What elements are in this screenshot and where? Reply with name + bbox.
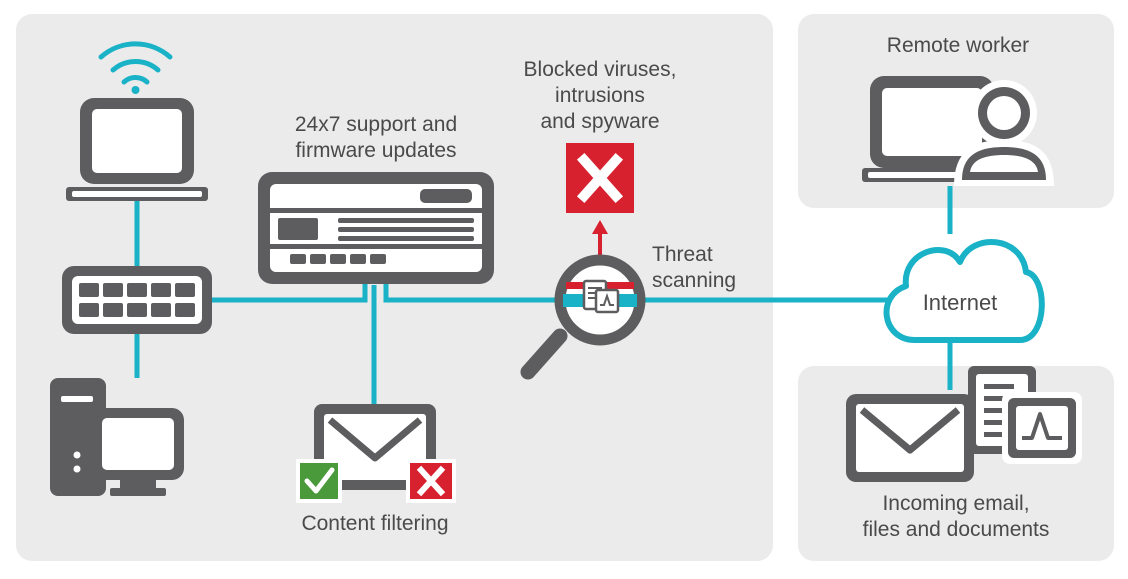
block-icon — [406, 459, 456, 503]
connection-lines — [134, 186, 953, 408]
desktop-icon — [50, 378, 184, 496]
switch-icon — [62, 266, 212, 334]
remote-worker-icon — [862, 76, 1054, 186]
blocked-threat-icon — [566, 143, 634, 213]
content-filtering-label: Content filtering — [301, 512, 449, 535]
threat-scanning-label: Threat scanning — [652, 243, 737, 292]
chart-document-icon — [1002, 392, 1082, 464]
laptop-icon — [66, 98, 208, 201]
cloud-icon — [883, 238, 1045, 343]
incoming-label: Incoming email, files and documents — [862, 492, 1050, 541]
blocked-threats-label: Blocked viruses, intrusions and spyware — [523, 58, 677, 133]
support-label: 24x7 support and firmware updates — [294, 113, 458, 162]
remote-worker-label: Remote worker — [886, 34, 1030, 57]
check-icon — [296, 459, 342, 503]
wifi-icon — [98, 41, 173, 94]
internet-label: Internet — [922, 290, 998, 315]
email-icon — [314, 404, 436, 490]
incoming-email-icon — [846, 394, 974, 482]
document-icon — [582, 279, 620, 314]
firewall-appliance-icon — [258, 172, 494, 284]
